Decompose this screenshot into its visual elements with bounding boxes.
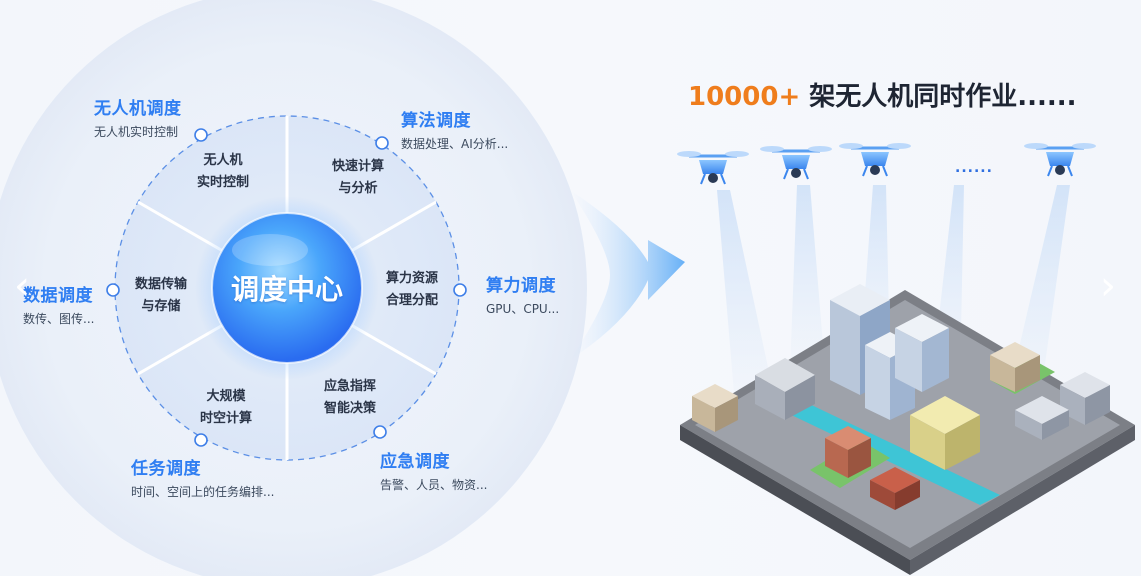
- drone-icon: [1024, 143, 1096, 177]
- segment-line: 大规模: [206, 389, 246, 404]
- node-title: 应急调度: [380, 452, 450, 472]
- segment-spatiotemporal: 大规模 时空计算: [186, 386, 266, 430]
- node-title: 无人机调度: [94, 99, 182, 119]
- segment-line: 无人机: [203, 153, 243, 168]
- headline-text: 架无人机同时作业......: [800, 82, 1077, 112]
- segment-line: 合理分配: [385, 293, 438, 308]
- city-illustration: [680, 284, 1135, 575]
- drone-icon: [760, 146, 832, 180]
- segment-drone-control: 无人机 实时控制: [183, 150, 263, 194]
- segment-line: 数据传输: [134, 277, 187, 292]
- segment-resource-allocation: 算力资源 合理分配: [372, 268, 452, 312]
- next-slide-button[interactable]: ›: [1100, 263, 1116, 309]
- node-task-dispatch: 任务调度 时间、空间上的任务编排...: [131, 454, 274, 500]
- node-marker-task: [194, 433, 208, 447]
- more-drones-ellipsis: ......: [955, 160, 993, 176]
- node-subtitle: 数据处理、AI分析...: [401, 137, 509, 151]
- node-marker-compute: [453, 283, 467, 297]
- segment-line: 算力资源: [385, 271, 438, 286]
- node-emergency-dispatch: 应急调度 告警、人员、物资...: [380, 447, 487, 493]
- node-subtitle: GPU、CPU...: [486, 302, 560, 316]
- drone-icon: [677, 151, 749, 185]
- node-marker-drone: [194, 128, 208, 142]
- segment-fast-compute: 快速计算 与分析: [318, 156, 398, 200]
- node-marker-data: [106, 283, 120, 297]
- center-label: 调度中心: [230, 273, 343, 306]
- segment-line: 与分析: [338, 181, 378, 196]
- segment-line: 时空计算: [199, 411, 252, 426]
- node-marker-emergency: [373, 425, 387, 439]
- node-subtitle: 时间、空间上的任务编排...: [131, 485, 275, 499]
- node-title: 算法调度: [401, 111, 471, 131]
- headline-number: 10000+: [688, 82, 801, 112]
- node-compute-dispatch: 算力调度 GPU、CPU...: [486, 271, 559, 317]
- node-title: 任务调度: [131, 459, 201, 479]
- node-drone-dispatch: 无人机调度 无人机实时控制: [94, 94, 182, 140]
- drone-icon: [839, 143, 911, 177]
- node-subtitle: 告警、人员、物资...: [380, 478, 488, 492]
- drone-city-illustration: [570, 143, 1135, 575]
- node-subtitle: 无人机实时控制: [94, 125, 179, 139]
- segment-line: 应急指挥: [323, 379, 376, 394]
- segment-line: 与存储: [141, 299, 181, 314]
- dispatch-hub-diagram: [0, 0, 587, 576]
- node-title: 数据调度: [23, 286, 93, 306]
- segment-data-transfer: 数据传输 与存储: [121, 274, 201, 318]
- headline: 10000+ 架无人机同时作业......: [688, 76, 1077, 113]
- node-algorithm-dispatch: 算法调度 数据处理、AI分析...: [401, 106, 508, 152]
- flow-arrow: [570, 190, 685, 360]
- segment-line: 实时控制: [196, 175, 249, 190]
- node-title: 算力调度: [486, 276, 556, 296]
- prev-slide-button[interactable]: ‹: [14, 263, 30, 309]
- segment-line: 智能决策: [323, 401, 376, 416]
- segment-line: 快速计算: [331, 159, 384, 174]
- node-marker-algorithm: [375, 136, 389, 150]
- node-data-dispatch: 数据调度 数传、图传...: [23, 281, 94, 327]
- segment-emergency-decision: 应急指挥 智能决策: [310, 376, 390, 420]
- node-subtitle: 数传、图传...: [23, 312, 95, 326]
- center-sphere: [211, 212, 363, 364]
